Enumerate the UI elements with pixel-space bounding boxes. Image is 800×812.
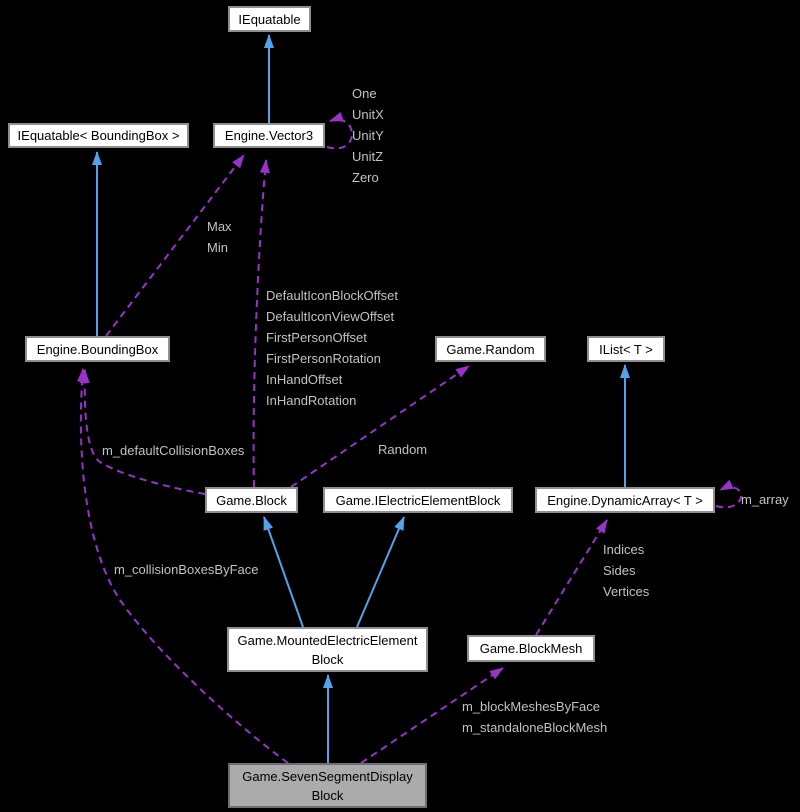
edge-mounted-to-ielectricelementblock [356,516,405,628]
edge-dynamicarray-self-loop [715,479,743,509]
node-game-mountedelectricelementblock[interactable]: Game.MountedElectricElement Block [227,627,428,672]
node-engine-boundingbox[interactable]: Engine.BoundingBox [25,336,170,362]
node-iequatable[interactable]: IEquatable [228,6,311,32]
node-game-block[interactable]: Game.Block [205,487,298,513]
edge-label-m-array: m_array [741,492,789,507]
node-game-ielectricelementblock[interactable]: Game.IElectricElementBlock [323,487,513,513]
node-game-sevensegmentdisplayblock: Game.SevenSegmentDisplay Block [228,763,427,808]
node-game-blockmesh[interactable]: Game.BlockMesh [467,635,595,662]
edge-label-default-collision-boxes: m_defaultCollisionBoxes [102,443,245,458]
edge-label-max-min: Max Min [207,219,232,255]
edge-label-block-meshes: m_blockMeshesByFace m_standaloneBlockMes… [462,699,608,735]
node-iequatable-boundingbox[interactable]: IEquatable< BoundingBox > [8,123,189,148]
edge-label-indices-sides-vertices: Indices Sides Vertices [603,542,650,599]
edge-boundingbox-to-vector3 [105,154,245,337]
edge-block-to-vector3 [252,159,270,488]
node-engine-vector3[interactable]: Engine.Vector3 [213,123,325,148]
edge-label-random: Random [378,442,428,457]
edge-sevenseg-to-blockmesh [360,667,504,764]
edge-block-to-boundingbox [79,369,206,495]
edge-label-block-offsets: DefaultIconBlockOffset DefaultIconViewOf… [266,288,398,408]
edge-label-vector3-self: One UnitX UnitY UnitZ Zero [352,86,384,185]
node-game-random[interactable]: Game.Random [435,336,546,362]
edge-blockmesh-to-dynamicarray [535,519,608,636]
node-ilist-t[interactable]: IList< T > [587,336,665,362]
edge-mounted-to-block [263,516,304,628]
edge-vector3-self-loop [326,111,354,150]
edge-sevenseg-to-boundingbox [76,368,289,764]
node-engine-dynamicarray-t[interactable]: Engine.DynamicArray< T > [535,487,715,513]
edge-label-collision-boxes-by-face: m_collisionBoxesByFace [114,562,259,577]
